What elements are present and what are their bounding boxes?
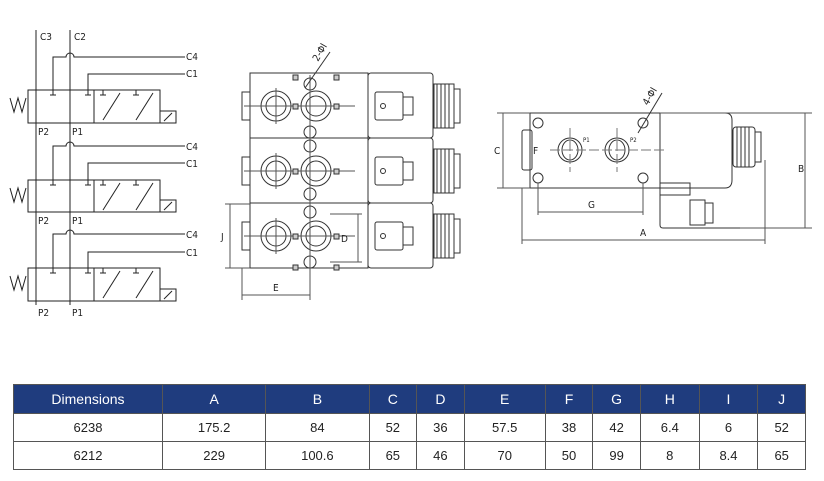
cell-b: 84 (265, 413, 370, 442)
cell-e: 57.5 (463, 413, 546, 442)
header-h: H (639, 384, 700, 414)
dim-label-c: C (494, 146, 500, 157)
valve-section-3: C4 C1 P2 P1 (9, 229, 198, 319)
cell-g: 99 (592, 441, 641, 470)
side-port-p1: P1 (583, 137, 590, 144)
label-c4: C4 (186, 52, 198, 63)
header-dimensions: Dimensions (13, 384, 163, 414)
cell-d: 46 (416, 441, 465, 470)
cell-model: 6212 (13, 441, 163, 470)
header-d: D (416, 384, 465, 414)
table-header-row: Dimensions A B C D E F G H I J (13, 384, 806, 414)
cell-a: 175.2 (161, 413, 267, 442)
header-c: C (368, 384, 418, 414)
header-j: J (757, 384, 806, 414)
cell-b: 100.6 (265, 441, 370, 470)
front-view: 2-ΦI J D E (220, 42, 461, 300)
side-view: P1 P2 4-ΦI C F G A B (494, 86, 812, 244)
label-c3: C3 (40, 32, 52, 43)
label-p1: P1 (72, 127, 83, 138)
cell-e: 70 (463, 441, 546, 470)
dim-label-d: D (341, 234, 348, 245)
dim-label-e: E (273, 283, 279, 294)
cell-h: 8 (639, 441, 700, 470)
label-c4: C4 (186, 230, 198, 241)
cell-c: 52 (368, 413, 418, 442)
label-c2: C2 (74, 32, 86, 43)
dim-label-a: A (640, 228, 647, 239)
cell-f: 38 (544, 413, 594, 442)
cell-j: 52 (757, 413, 806, 442)
cell-a: 229 (161, 441, 267, 470)
cell-i: 6 (698, 413, 759, 442)
side-hole-label: 4-ΦI (641, 86, 660, 108)
cell-f: 50 (544, 441, 594, 470)
label-c1: C1 (186, 159, 198, 170)
header-i: I (698, 384, 759, 414)
cell-d: 36 (416, 413, 465, 442)
technical-drawing: C3 C2 C4 C1 P2 P1 C4 C1 (9, 30, 812, 319)
dim-label-j: J (220, 232, 224, 243)
header-b: B (265, 384, 370, 414)
cell-j: 65 (757, 441, 806, 470)
table-row: 6212 229 100.6 65 46 70 50 99 8 8.4 65 (13, 441, 806, 470)
cell-c: 65 (368, 441, 418, 470)
front-valve-stack: 2-ΦI J D E (220, 42, 461, 300)
header-f: F (544, 384, 594, 414)
label-p1: P1 (72, 308, 83, 319)
header-g: G (592, 384, 641, 414)
dim-label-b: B (798, 164, 804, 175)
label-p2: P2 (38, 127, 49, 138)
label-c1: C1 (186, 69, 198, 80)
side-valve-body: P1 P2 4-ΦI C F G A B (494, 86, 812, 244)
valve-section-1: C4 C1 P2 P1 (9, 52, 198, 138)
label-c4: C4 (186, 142, 198, 153)
cell-i: 8.4 (698, 441, 759, 470)
side-port-p2: P2 (630, 137, 637, 144)
hydraulic-schematic: C3 C2 C4 C1 P2 P1 C4 C1 (9, 30, 198, 319)
cell-g: 42 (592, 413, 641, 442)
label-p2: P2 (38, 216, 49, 227)
dimensions-table: Dimensions A B C D E F G H I J 6238 175.… (13, 384, 806, 470)
valve-section-2: C4 C1 P2 P1 (9, 141, 198, 227)
cell-model: 6238 (13, 413, 163, 442)
dim-label-g: G (588, 200, 595, 211)
label-p1: P1 (72, 216, 83, 227)
cell-h: 6.4 (639, 413, 700, 442)
dim-label-f: F (533, 146, 538, 157)
header-e: E (463, 384, 546, 414)
header-a: A (161, 384, 267, 414)
table-row: 6238 175.2 84 52 36 57.5 38 42 6.4 6 52 (13, 413, 806, 442)
label-c1: C1 (186, 248, 198, 259)
label-p2: P2 (38, 308, 49, 319)
